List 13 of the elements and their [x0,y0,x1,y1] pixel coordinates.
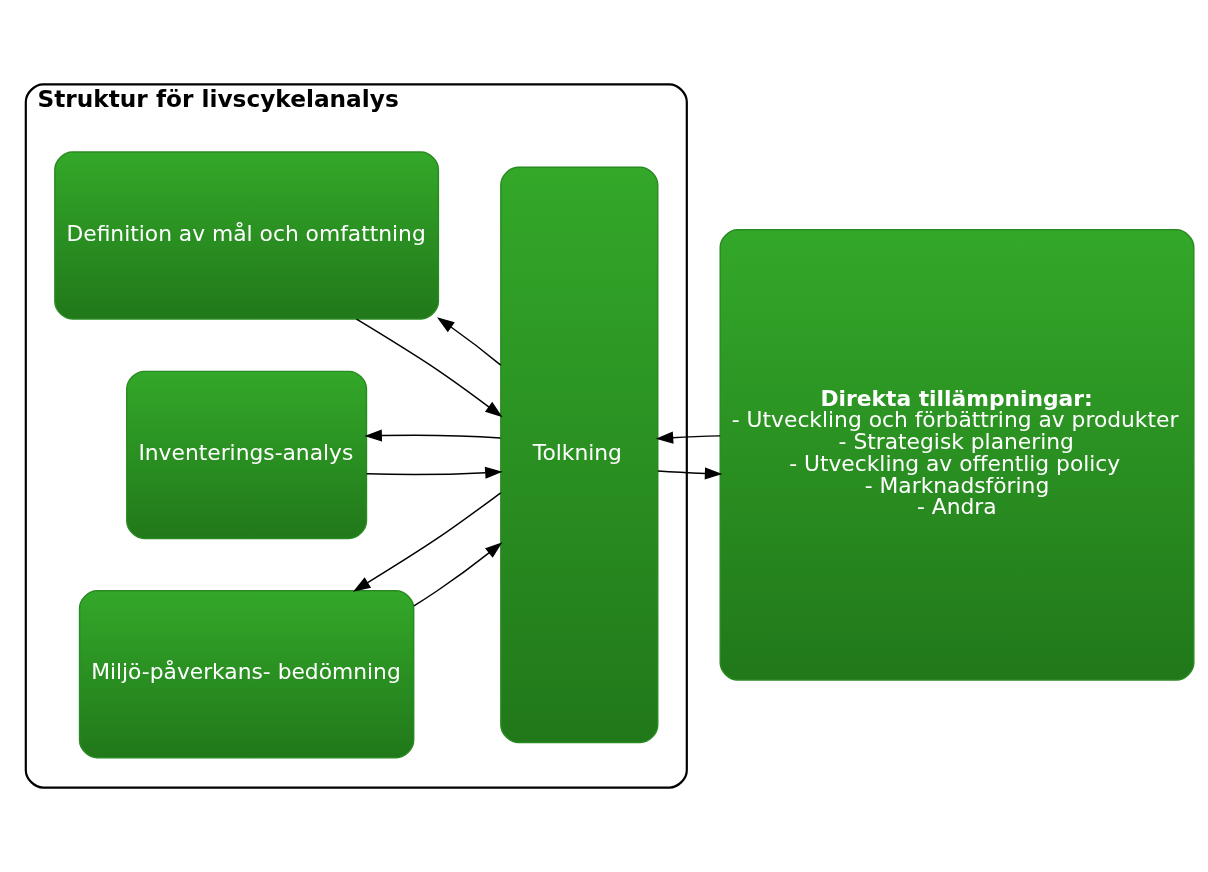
arrow [353,492,502,592]
node-box: Tolkning [500,166,659,744]
arrow [657,467,723,480]
node-box: Direkta tillämpningar: - Utveckling och förbättring av produkter - Strategisk planering - Utveckling av offentlig policy - Marknadsföring - Andra [719,229,1195,681]
arrow [365,466,503,479]
arrow [436,317,502,366]
arrow [355,318,503,418]
node-box: Inventerings-analys [126,370,368,540]
arrow [364,429,502,442]
arrow [655,431,721,444]
node-box: Definition av mål och omfattning [54,151,440,320]
node-box: Miljö-påverkans- bedömning [78,590,415,759]
arrow [413,542,503,607]
